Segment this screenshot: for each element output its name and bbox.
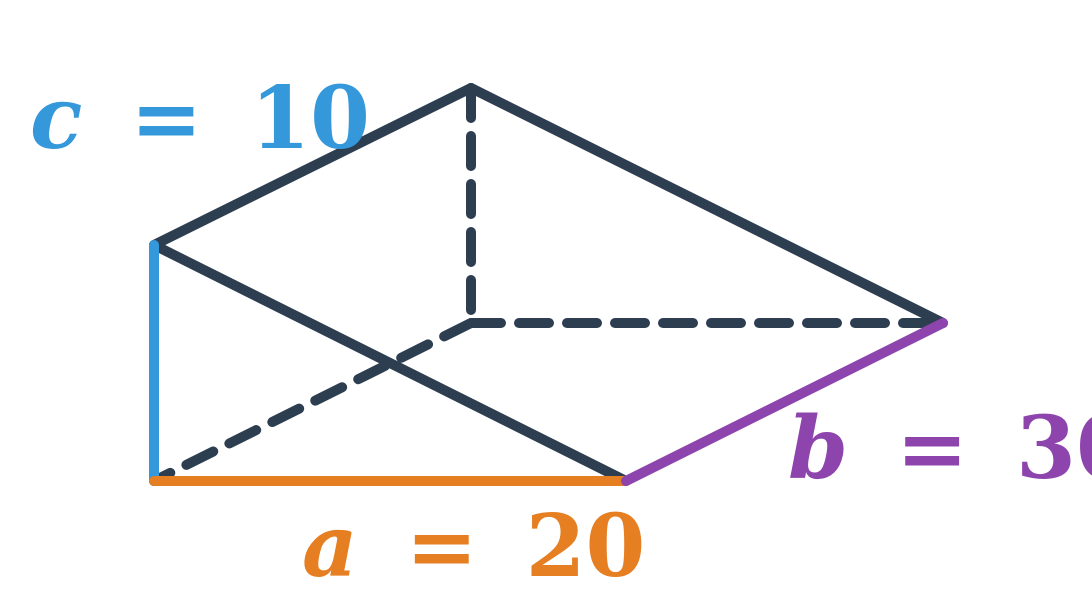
label-b-equals: = bbox=[896, 398, 968, 499]
label-a-value: 20 bbox=[526, 496, 646, 597]
label-c-equals: = bbox=[130, 68, 202, 169]
edge-top-left bbox=[149, 83, 476, 250]
label-b: b = 30 bbox=[788, 398, 1092, 499]
hidden-edge-back-diagonal bbox=[149, 318, 476, 486]
label-b-variable: b bbox=[788, 398, 848, 499]
label-c: c = 10 bbox=[30, 68, 370, 169]
label-b-value: 30 bbox=[1016, 398, 1092, 499]
label-a-equals: = bbox=[406, 496, 478, 597]
label-c-variable: c bbox=[30, 68, 82, 169]
label-c-value: 10 bbox=[250, 68, 370, 169]
label-a-variable: a bbox=[302, 496, 358, 597]
edge-top-right bbox=[466, 83, 948, 328]
edge-front-diagonal bbox=[149, 240, 631, 486]
label-a: a = 20 bbox=[302, 496, 645, 597]
edge-b-depth bbox=[621, 318, 948, 486]
